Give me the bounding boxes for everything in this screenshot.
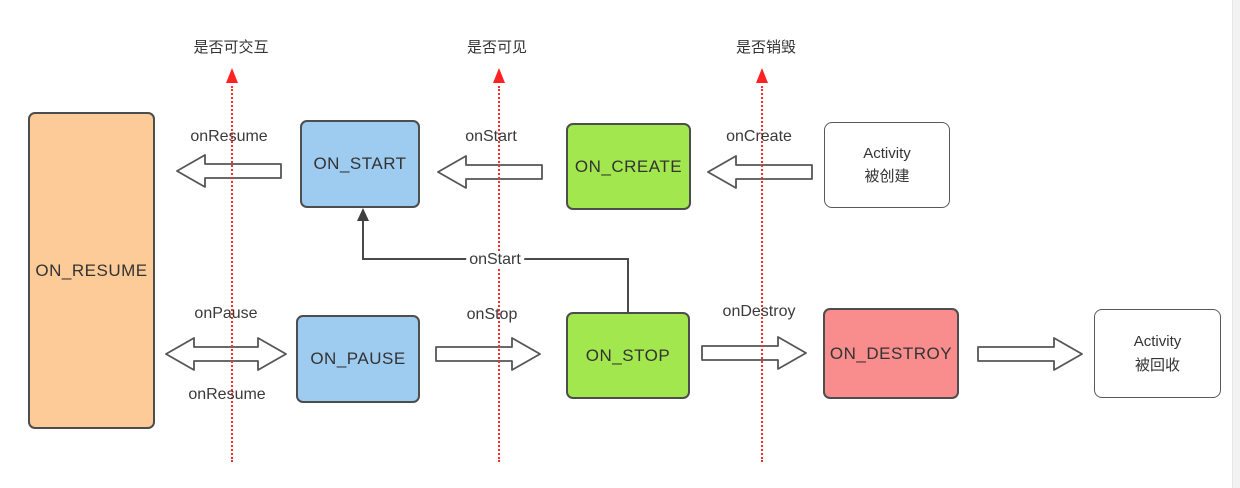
node-on-resume: ON_RESUME — [28, 112, 155, 429]
node-on-destroy: ON_DESTROY — [823, 308, 959, 399]
edge-label-on-start-elbow: onStart — [466, 251, 524, 269]
edge-label-on-stop: onStop — [466, 306, 518, 323]
node-on-pause-label: ON_PAUSE — [310, 349, 406, 368]
edge-label-on-resume-bottom: onResume — [188, 386, 266, 403]
node-activity-created-line1: Activity — [863, 144, 911, 162]
connector-on-start-arrowhead-icon — [357, 208, 369, 221]
node-on-create: ON_CREATE — [566, 123, 691, 210]
axis-interactable-arrow-icon — [226, 68, 238, 83]
arrow-on-create-icon — [707, 155, 813, 189]
node-on-stop-label: ON_STOP — [585, 345, 671, 365]
node-activity-created-line2: 被创建 — [864, 168, 910, 185]
connector-on-start-segment — [627, 259, 629, 313]
axis-destroyed-label: 是否销毁 — [735, 39, 797, 56]
node-on-create-label: ON_CREATE — [574, 156, 683, 176]
arrow-on-resume-top-icon — [176, 154, 282, 188]
node-activity-recycled-line1: Activity — [1133, 333, 1182, 351]
arrow-on-stop-icon — [435, 337, 541, 371]
axis-interactable-label: 是否可交互 — [193, 39, 269, 56]
node-on-resume-label: ON_RESUME — [35, 260, 148, 280]
axis-destroyed-arrow-icon — [756, 68, 768, 83]
axis-destroyed-line — [761, 86, 763, 462]
scrollbar[interactable] — [1232, 0, 1240, 488]
node-on-pause: ON_PAUSE — [296, 315, 420, 403]
axis-visible-arrow-icon — [493, 68, 505, 83]
node-activity-recycled: Activity 被回收 — [1094, 309, 1221, 398]
axis-interactable-line — [231, 86, 233, 462]
edge-label-on-create: onCreate — [726, 128, 792, 145]
edge-label-on-destroy: onDestroy — [722, 303, 796, 320]
arrow-recycle-icon — [977, 337, 1083, 371]
node-on-start: ON_START — [300, 120, 420, 208]
axis-visible-line — [498, 86, 500, 462]
arrow-on-start-top-icon — [437, 155, 543, 189]
node-on-stop: ON_STOP — [566, 312, 690, 399]
edge-label-on-start-top: onStart — [465, 128, 517, 145]
axis-visible-label: 是否可见 — [466, 39, 528, 56]
arrow-on-pause-on-resume-icon — [165, 337, 287, 371]
edge-label-on-resume-top: onResume — [190, 128, 268, 145]
node-activity-recycled-line2: 被回收 — [1134, 356, 1180, 374]
node-on-destroy-label: ON_DESTROY — [829, 343, 953, 363]
node-activity-created: Activity 被创建 — [824, 122, 950, 208]
node-on-start-label: ON_START — [313, 154, 407, 173]
arrow-on-destroy-icon — [701, 336, 807, 370]
connector-on-start-segment — [362, 220, 364, 260]
edge-label-on-pause: onPause — [194, 305, 258, 322]
